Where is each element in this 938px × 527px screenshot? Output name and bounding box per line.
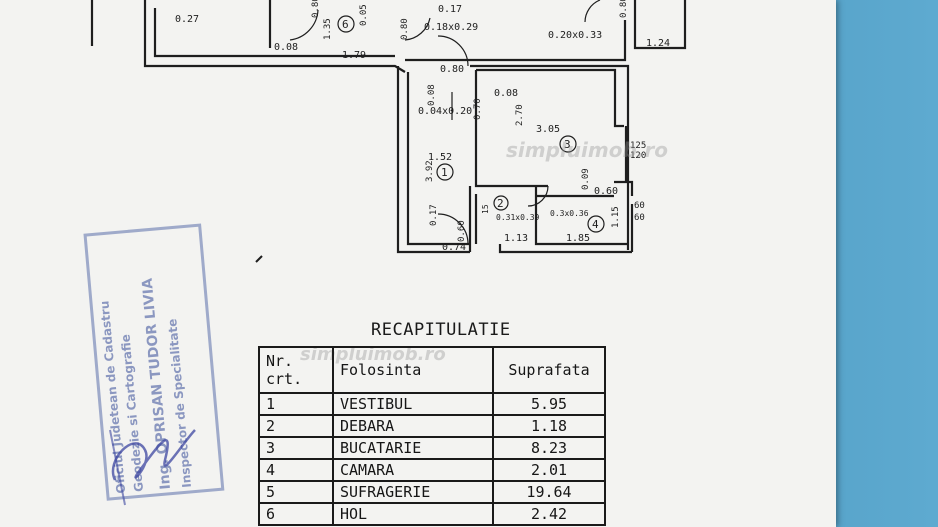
row-nr: 2	[258, 414, 334, 438]
signature	[109, 429, 196, 506]
dim-text: 0.60	[594, 186, 618, 197]
header-nr-label: Nr.	[266, 352, 294, 370]
dim-text: 60	[634, 213, 645, 223]
dim-text: 0.08	[274, 42, 298, 53]
header-crt-label: crt.	[266, 370, 303, 388]
header-nr: Nr. crt.	[258, 346, 334, 394]
dim-text: 0.08	[494, 88, 518, 99]
dim-text: 0.3x0.36	[550, 209, 589, 218]
pen-mark	[255, 255, 263, 263]
row-folosinta: DEBARA	[332, 414, 494, 438]
dim-text: 0.60	[457, 220, 467, 242]
dim-text: 0.80	[311, 0, 321, 18]
dim-text: 0.17	[438, 4, 462, 15]
row-folosinta: BUCATARIE	[332, 436, 494, 460]
dim-text: 60	[634, 201, 645, 211]
row-nr: 5	[258, 480, 334, 504]
dim-text: 0.80	[440, 64, 464, 75]
watermark: simpluimob.ro	[506, 138, 668, 162]
row-folosinta: SUFRAGERIE	[332, 480, 494, 504]
row-folosinta: CAMARA	[332, 458, 494, 482]
dim-text: 0.31x0.39	[496, 213, 540, 222]
row-suprafata: 8.23	[492, 436, 606, 460]
row-nr: 3	[258, 436, 334, 460]
dim-text: 0.70	[473, 98, 483, 120]
room-number: 6	[342, 18, 349, 31]
dim-text: 0.27	[175, 14, 199, 25]
header-suprafata: Suprafata	[492, 346, 606, 394]
document-page: 0.27 0.80 1.35 0.05 0.17 0.18x0.29 0.08 …	[0, 0, 836, 527]
dim-text: 0.80	[619, 0, 629, 18]
row-nr: 6	[258, 502, 334, 526]
row-suprafata: 19.64	[492, 480, 606, 504]
room-number: 2	[497, 197, 504, 210]
dim-text: 0.20x0.33	[548, 30, 602, 41]
row-suprafata: 1.18	[492, 414, 606, 438]
dim-text: 0.09	[581, 168, 591, 190]
dim-text: 1.24	[646, 38, 670, 49]
dim-text: 1.85	[566, 233, 590, 244]
recap-title: RECAPITULATIE	[371, 320, 511, 340]
room-number: 4	[592, 218, 599, 231]
dim-text: 15	[481, 204, 490, 214]
dim-text: 120	[630, 151, 646, 161]
row-folosinta: HOL	[332, 502, 494, 526]
dim-text: 3.05	[536, 124, 560, 135]
dim-text: 0.80	[400, 18, 410, 40]
row-suprafata: 2.01	[492, 458, 606, 482]
room-number: 3	[564, 138, 571, 151]
dim-text: 0.05	[359, 4, 369, 26]
dim-text: 0.04x0.20	[418, 106, 472, 117]
row-suprafata: 5.95	[492, 392, 606, 416]
row-nr: 1	[258, 392, 334, 416]
dim-text: 1.13	[504, 233, 528, 244]
dim-text: 1.52	[428, 152, 452, 163]
room-number: 1	[441, 166, 448, 179]
row-suprafata: 2.42	[492, 502, 606, 526]
dim-text: 1.79	[342, 50, 366, 61]
dim-text: 0.17	[429, 204, 439, 226]
row-nr: 4	[258, 458, 334, 482]
dim-text: 1.35	[323, 18, 333, 40]
dim-text: 0.18x0.29	[424, 22, 478, 33]
dim-text: 3.92	[425, 160, 435, 182]
dim-text: 2.70	[515, 104, 525, 126]
dim-text: 125	[630, 141, 646, 151]
header-folosinta: Folosinta	[332, 346, 494, 394]
dim-text: 0.74	[442, 242, 466, 253]
dim-text: 1.15	[611, 206, 621, 228]
row-folosinta: VESTIBUL	[332, 392, 494, 416]
floor-plan: 0.27 0.80 1.35 0.05 0.17 0.18x0.29 0.08 …	[90, 0, 687, 263]
dim-text: 0.08	[427, 84, 437, 106]
table-header-row: Nr. crt. Folosinta Suprafata	[258, 346, 606, 394]
